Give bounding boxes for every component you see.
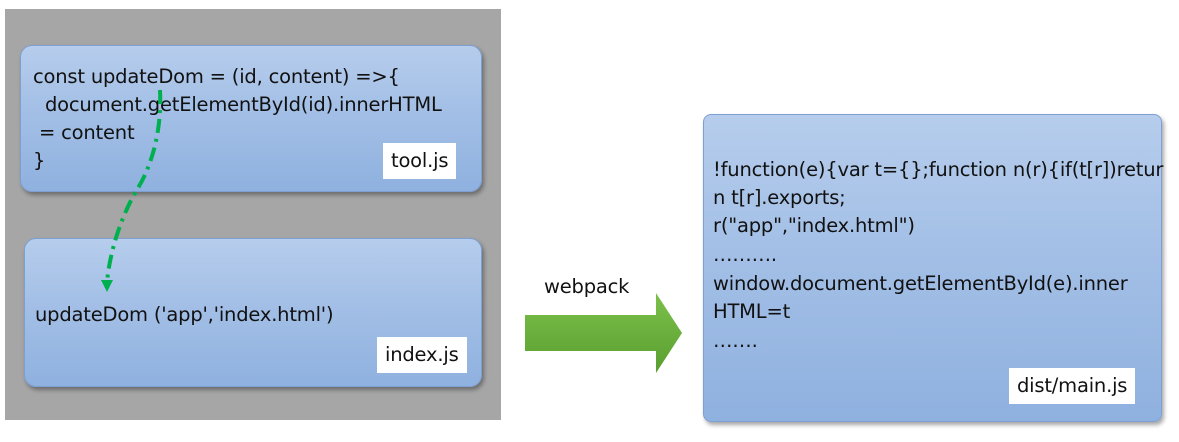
main-code-line-7: ……. — [713, 329, 758, 352]
tool-code-line-1: const updateDom = (id, content) =>{ — [33, 65, 400, 88]
main-code-line-4: ………. — [713, 243, 777, 266]
main-code-line-5: window.document.getElementById(e).inner — [713, 272, 1128, 295]
index-js-filename-label: index.js — [377, 337, 467, 373]
main-code-line-3: r("app","index.html") — [713, 214, 915, 237]
index-js-card: updateDom ('app','index.html') index.js — [24, 238, 482, 387]
webpack-label: webpack — [544, 275, 630, 298]
index-code-line-1: updateDom ('app','index.html') — [35, 303, 334, 326]
dist-main-js-card: !function(e){var t={};function n(r){if(t… — [703, 114, 1164, 422]
tool-code-line-3: = content — [33, 121, 135, 144]
main-code-line-1: !function(e){var t={};function n(r){if(t… — [713, 158, 1164, 181]
tool-js-card: const updateDom = (id, content) =>{ docu… — [20, 45, 482, 192]
dist-main-js-filename-label: dist/main.js — [1009, 368, 1136, 404]
tool-js-filename-label: tool.js — [383, 143, 457, 179]
tool-code-line-4: } — [33, 149, 46, 172]
tool-code-line-2: document.getElementById(id).innerHTML — [33, 93, 442, 116]
main-code-line-2: n t[r].exports; — [713, 186, 846, 209]
main-code-line-6: HTML=t — [713, 300, 791, 323]
